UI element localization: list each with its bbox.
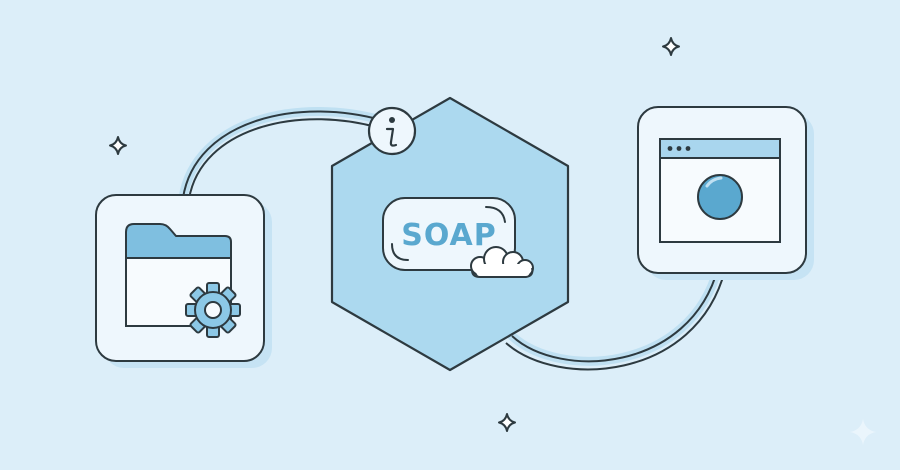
- sparkle-icon: [109, 136, 127, 155]
- connector-left: [178, 107, 393, 203]
- soap-badge: SOAP: [382, 197, 516, 271]
- soap-service-node: SOAP: [330, 96, 570, 372]
- sparkle-icon: [850, 419, 876, 445]
- browser-window-icon: [659, 138, 781, 243]
- info-icon: [367, 106, 417, 156]
- soap-label: SOAP: [401, 218, 497, 253]
- sparkle-icon: [498, 413, 516, 432]
- folder-gear-icon: [125, 223, 241, 338]
- sparkle-icon: [662, 37, 680, 56]
- soap-bubbles-icon: [470, 246, 534, 278]
- connector-right: [505, 263, 726, 371]
- folder-settings-card: [95, 194, 272, 368]
- browser-window-card: [637, 106, 814, 280]
